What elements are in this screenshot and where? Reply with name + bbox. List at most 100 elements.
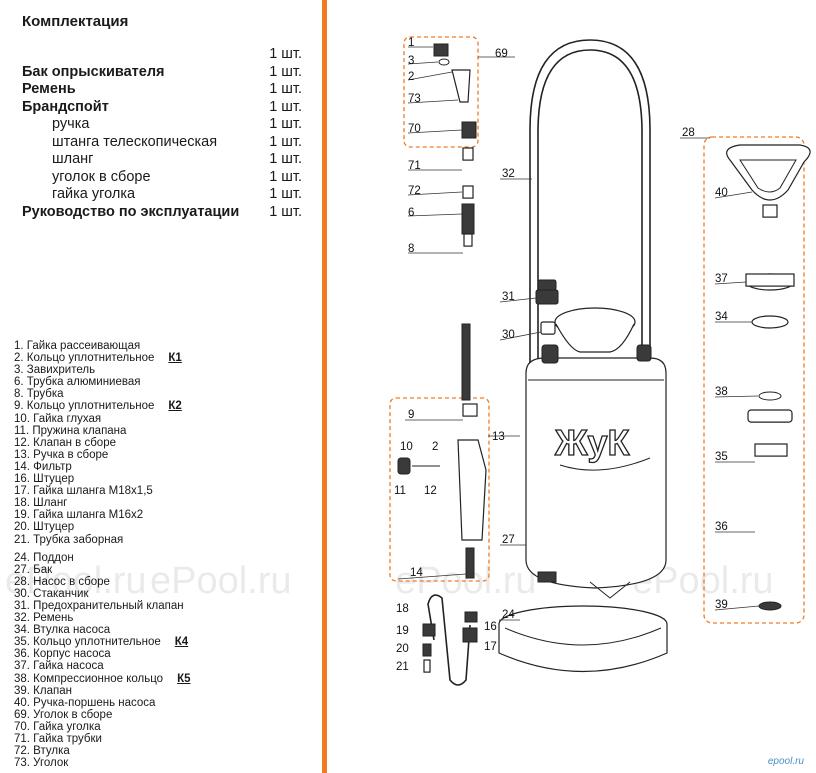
callout: 8 bbox=[408, 243, 414, 255]
part-label: 16. Штуцер bbox=[14, 473, 75, 486]
part-item: 3. Завихритель bbox=[14, 364, 191, 376]
part-label: 37. Гайка насоса bbox=[14, 660, 104, 673]
part-item: 71. Гайка трубки bbox=[14, 733, 191, 745]
part-item: 28. Насос в сборе bbox=[14, 576, 191, 588]
tank-logo: ЖуК bbox=[554, 422, 631, 463]
callout: 14 bbox=[410, 567, 423, 579]
part-item: 16. Штуцер bbox=[14, 473, 191, 485]
kit-item-qty: 1 шт. bbox=[269, 186, 302, 202]
cup bbox=[540, 321, 556, 335]
kit-item-qty: 1 шт. bbox=[269, 133, 302, 150]
part-item: 27. Бак bbox=[14, 564, 191, 576]
tank-drain bbox=[589, 581, 631, 599]
part-label: 12. Клапан в сборе bbox=[14, 436, 116, 449]
intake-tube bbox=[423, 659, 431, 673]
part-item: 13. Ручка в сборе bbox=[14, 449, 191, 461]
part-label: 72. Втулка bbox=[14, 745, 70, 758]
callout: 32 bbox=[502, 168, 515, 180]
part-label: 34. Втулка насоса bbox=[14, 624, 111, 637]
kit-item-name: гайка уголка bbox=[52, 186, 136, 202]
tank-body bbox=[525, 357, 667, 589]
part-item: 72. Втулка bbox=[14, 745, 191, 757]
group-box-28 bbox=[703, 136, 805, 624]
callout: 40 bbox=[715, 187, 728, 199]
group-box-69 bbox=[403, 36, 479, 148]
part-item: 6. Трубка алюминиевая bbox=[14, 376, 191, 388]
kit-item-qty: 1 шт. bbox=[269, 116, 302, 132]
pump-bushing bbox=[751, 315, 789, 329]
callout: 9 bbox=[408, 409, 414, 421]
pump-nut-body bbox=[745, 273, 795, 287]
kit-item-qty: 1 шт. bbox=[269, 81, 302, 97]
kit-item-name: шланг bbox=[52, 151, 94, 167]
part-code: К5 bbox=[177, 672, 191, 685]
tray-inner bbox=[504, 627, 662, 646]
callout: 72 bbox=[408, 185, 421, 197]
kit-item-name: Брандспойт bbox=[22, 98, 109, 115]
callout: 17 bbox=[484, 641, 497, 653]
part-label: 18. Шланг bbox=[14, 497, 68, 510]
part-label: 40. Ручка-поршень насоса bbox=[14, 696, 156, 709]
safety-valve-cap bbox=[537, 279, 557, 291]
part-label: 13. Ручка в сборе bbox=[14, 448, 109, 461]
part-item: 30. Стаканчик bbox=[14, 588, 191, 600]
kit-item-name: штанга телескопическая bbox=[52, 133, 218, 150]
bushing bbox=[462, 185, 474, 199]
fitting bbox=[422, 643, 432, 657]
part-label: 8. Трубка bbox=[14, 388, 64, 401]
part-label: 21. Трубка заборная bbox=[14, 533, 124, 546]
kit-item-qty: 1 шт. bbox=[269, 203, 302, 220]
part-label: 14. Фильтр bbox=[14, 460, 72, 473]
callout: 18 bbox=[396, 603, 409, 615]
callout: 10 bbox=[400, 441, 413, 453]
alu-tube-joint bbox=[461, 203, 475, 235]
kit-item-qty: 1 шт. bbox=[269, 98, 302, 115]
part-item: 19. Гайка шланга М16х2 bbox=[14, 509, 191, 521]
callout: 2 bbox=[432, 441, 438, 453]
part-label: 17. Гайка шланга М18х1,5 bbox=[14, 485, 153, 498]
callout: 20 bbox=[396, 643, 409, 655]
kit-row: 1 шт. bbox=[22, 46, 302, 64]
callout: 31 bbox=[502, 291, 515, 303]
callout: 13 bbox=[492, 431, 505, 443]
part-item: 14. Фильтр bbox=[14, 461, 191, 473]
callout: 24 bbox=[502, 609, 515, 621]
fitting-16 bbox=[464, 611, 478, 623]
kit-item-name: уголок в сборе bbox=[52, 168, 151, 185]
part-label: 73. Уголок bbox=[14, 757, 69, 770]
part-item: 34. Втулка насоса bbox=[14, 624, 191, 636]
orange-divider bbox=[322, 0, 327, 773]
pump-body bbox=[754, 443, 788, 457]
part-item: 24. Поддон bbox=[14, 552, 191, 564]
swirler bbox=[438, 58, 450, 66]
part-label: 3. Завихритель bbox=[14, 364, 96, 377]
tank-fitting-right bbox=[636, 344, 652, 362]
part-item: 8. Трубка bbox=[14, 388, 191, 400]
part-item: 12. Клапан в сборе bbox=[14, 437, 191, 449]
elbow bbox=[451, 69, 471, 103]
part-label: 11. Пружина клапана bbox=[14, 424, 127, 437]
part-label: 39. Клапан bbox=[14, 684, 72, 697]
part-label: 35. Кольцо уплотнительное bbox=[14, 636, 161, 649]
tank-swoosh bbox=[559, 457, 651, 471]
callout: 27 bbox=[502, 534, 515, 546]
watermark: ePool.ru bbox=[5, 560, 147, 602]
cap-nut bbox=[397, 457, 411, 475]
tube bbox=[461, 323, 471, 401]
callout: 34 bbox=[715, 311, 728, 323]
kit-item-name: Бак опрыскивателя bbox=[22, 63, 165, 80]
callout: 12 bbox=[424, 485, 437, 497]
safety-valve-body bbox=[535, 289, 559, 305]
part-item: 17. Гайка шланга М18х1,5 bbox=[14, 485, 191, 497]
site-logo[interactable]: epool.ru bbox=[767, 756, 804, 767]
part-code: К1 bbox=[168, 352, 182, 365]
part-item: 18. Шланг bbox=[14, 497, 191, 509]
part-code: К2 bbox=[168, 400, 182, 413]
callout: 70 bbox=[408, 123, 421, 135]
pump-seal bbox=[747, 409, 793, 423]
part-label: 30. Стаканчик bbox=[14, 587, 89, 600]
